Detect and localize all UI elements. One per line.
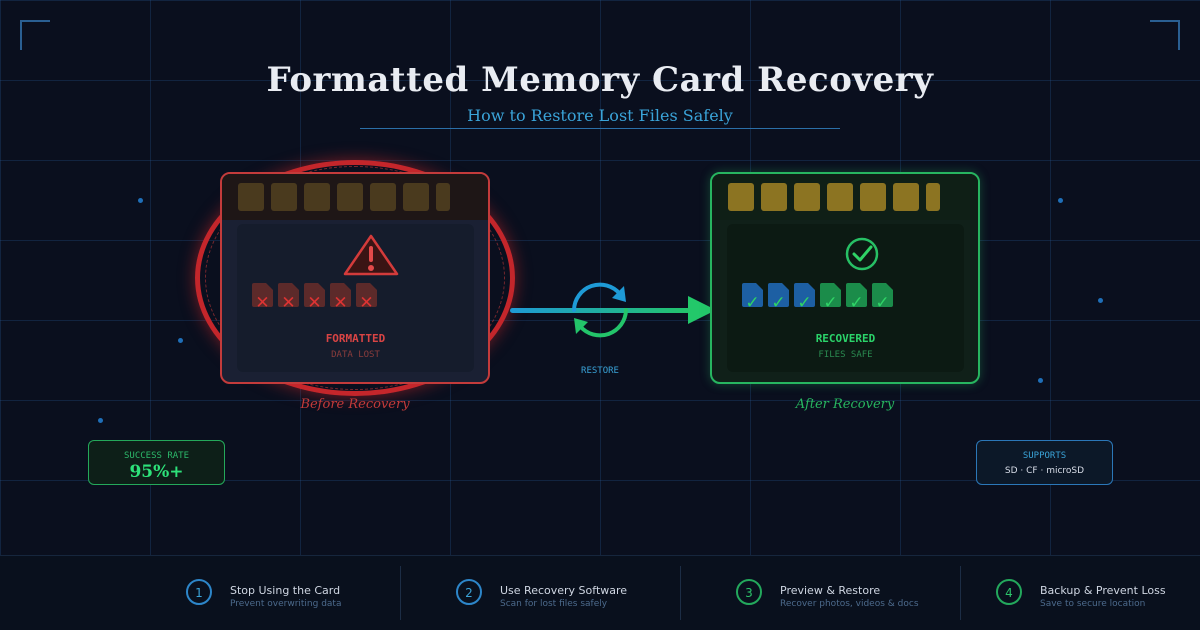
checkmark-icon: ✓ [823,293,838,313]
lost-file: ✕ [252,283,273,312]
step-divider [400,566,401,620]
success-rate-label: SUCCESS RATE [123,451,190,461]
corner-bracket-top-left [20,20,50,50]
lost-files: ✕ ✕ ✕ ✕ ✕ [252,283,377,312]
decor-dot [1098,298,1103,303]
contact-pin [436,183,450,211]
contact-pin [827,183,853,211]
step-description: Recover photos, videos & docs [780,599,919,609]
steps-bar: 1 Stop Using the Card Prevent overwritin… [0,555,1200,630]
supports-value: SD · CF · microSD [1004,466,1085,476]
recovered-file: ✓ [846,283,867,312]
x-mark-icon: ✕ [281,293,296,313]
status-data-lost: DATA LOST [331,350,380,360]
recovered-file: ✓ [872,283,893,312]
contact-pin [860,183,886,211]
page-title: Formatted Memory Card Recovery [266,60,934,100]
contact-pin [238,183,264,211]
card-contacts [712,174,978,220]
step-description: Prevent overwriting data [230,599,342,609]
recovered-file: ✓ [742,283,763,312]
recovered-files: ✓ ✓ ✓ ✓ ✓ ✓ [742,283,893,312]
lost-file: ✕ [278,283,299,312]
memory-card-after: ✓ ✓ ✓ ✓ ✓ ✓ RECOVERED FILES SAFE [710,172,980,384]
recovered-file: ✓ [768,283,789,312]
subtitle-divider [360,128,840,129]
decor-dot [98,418,103,423]
refresh-cycle-icon [572,282,628,338]
contact-pin [794,183,820,211]
warning-triangle-icon [343,234,399,276]
checkmark-icon: ✓ [745,293,760,313]
status-recovered: RECOVERED [815,332,876,345]
status-files-safe: FILES SAFE [818,350,873,360]
x-mark-icon: ✕ [359,293,374,313]
step-description: Save to secure location [1040,599,1146,609]
danger-ring-dashed [205,166,505,390]
step-divider [960,566,961,620]
recovered-file: ✓ [820,283,841,312]
supports-label: SUPPORTS [1022,451,1067,461]
card-screen: ✕ ✕ ✕ ✕ ✕ FORMATTED DATA LOST [237,224,474,372]
lost-file: ✕ [356,283,377,312]
checkmark-icon: ✓ [849,293,864,313]
caption-after: After Recovery [795,397,895,412]
decor-dot [1038,378,1043,383]
lost-file: ✕ [330,283,351,312]
contact-pin [728,183,754,211]
step-title: Stop Using the Card [230,584,341,597]
card-contacts [222,174,488,220]
check-circle-icon [845,237,879,271]
contact-pin [271,183,297,211]
supports-badge: SUPPORTS SD · CF · microSD [976,440,1113,485]
contact-pin [403,183,429,211]
contact-pin [370,183,396,211]
step-number-badge: 1 [186,579,212,605]
memory-card-before: ✕ ✕ ✕ ✕ ✕ FORMATTED DATA LOST [220,172,490,384]
caption-before: Before Recovery [300,397,410,412]
step-title: Preview & Restore [780,584,881,597]
x-mark-icon: ✕ [307,293,322,313]
contact-pin [761,183,787,211]
step-description: Scan for lost files safely [500,599,608,609]
restore-label: RESTORE [581,366,619,376]
success-rate-value: 95%+ [129,462,184,482]
checkmark-icon: ✓ [797,293,812,313]
danger-ring [195,160,515,396]
step-divider [680,566,681,620]
x-mark-icon: ✕ [333,293,348,313]
status-formatted: FORMATTED [325,332,386,345]
page-subtitle: How to Restore Lost Files Safely [467,106,733,125]
contact-pin [893,183,919,211]
decor-dot [1058,198,1063,203]
x-mark-icon: ✕ [255,293,270,313]
lost-file: ✕ [304,283,325,312]
step-number-badge: 4 [996,579,1022,605]
card-screen: ✓ ✓ ✓ ✓ ✓ ✓ RECOVERED FILES SAFE [727,224,964,372]
step-title: Backup & Prevent Loss [1040,584,1166,597]
success-rate-badge: SUCCESS RATE 95%+ [88,440,225,485]
recovered-file: ✓ [794,283,815,312]
checkmark-icon: ✓ [875,293,890,313]
corner-bracket-top-right [1150,20,1180,50]
contact-pin [304,183,330,211]
step-number-badge: 2 [456,579,482,605]
step-number-badge: 3 [736,579,762,605]
contact-pin [337,183,363,211]
decor-dot [138,198,143,203]
contact-pin [926,183,940,211]
step-title: Use Recovery Software [500,584,628,597]
decor-dot [178,338,183,343]
checkmark-icon: ✓ [771,293,786,313]
restore-arrow-shaft [510,308,690,313]
